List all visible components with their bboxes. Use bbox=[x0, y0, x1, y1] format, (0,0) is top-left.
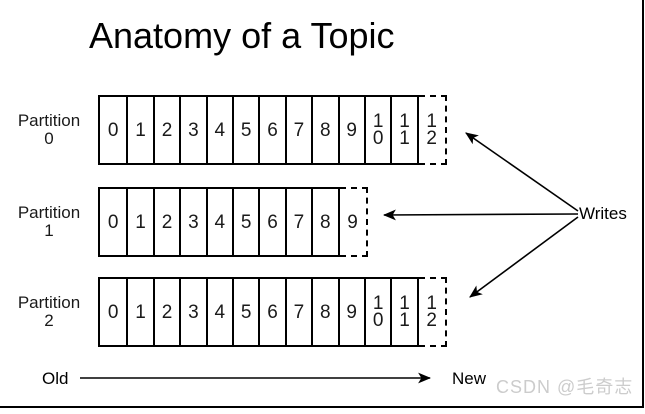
log-cell: 3 bbox=[179, 97, 205, 163]
log-cell: 5 bbox=[231, 279, 258, 345]
log-cell: 0 bbox=[107, 211, 119, 233]
log-cell: 5 bbox=[231, 189, 258, 255]
frame-right-border bbox=[642, 0, 644, 407]
log-cell: 2 bbox=[152, 189, 179, 255]
partition-label-number: 1 bbox=[44, 221, 54, 240]
new-label: New bbox=[452, 369, 487, 388]
partition-label-number: 0 bbox=[44, 129, 54, 148]
diagram-title: Anatomy of a Topic bbox=[89, 15, 395, 56]
log-cell: 9 bbox=[337, 97, 364, 163]
old-label: Old bbox=[42, 369, 69, 388]
log-cell: 4 bbox=[205, 279, 232, 345]
partition-label-1: Partition 1 bbox=[6, 187, 92, 257]
log-cell: 6 bbox=[258, 97, 284, 163]
csdn-watermark: CSDN @毛奇志 bbox=[496, 377, 634, 397]
log-cell: 4 bbox=[205, 189, 232, 255]
partition-label-text: Partition bbox=[17, 203, 81, 222]
log-cell: 7 bbox=[284, 279, 311, 345]
partition-label-2: Partition 2 bbox=[6, 277, 92, 347]
partition-label-text: Partition bbox=[17, 293, 81, 312]
log-cell: 6 bbox=[258, 279, 284, 345]
log-cell: 1 bbox=[126, 279, 152, 345]
log-cell: 3 bbox=[179, 189, 205, 255]
partition-label-number: 2 bbox=[44, 311, 54, 330]
partition-label-0: Partition 0 bbox=[6, 95, 92, 165]
partition-next-slot-0: 1 2 bbox=[418, 95, 447, 165]
log-cell: 1 1 bbox=[390, 279, 416, 345]
log-cell: 2 bbox=[152, 97, 179, 163]
writes-label: Writes bbox=[579, 204, 627, 223]
log-cell: 8 bbox=[311, 97, 337, 163]
log-cell: 8 bbox=[311, 279, 337, 345]
log-cell: 0 bbox=[107, 119, 119, 141]
log-cell: 6 bbox=[258, 189, 284, 255]
log-cell: 7 bbox=[284, 189, 311, 255]
partition-next-slot-2: 1 2 bbox=[418, 277, 447, 347]
log-cell: 2 bbox=[152, 279, 179, 345]
log-cell: 9 bbox=[337, 279, 364, 345]
log-cell: 7 bbox=[284, 97, 311, 163]
log-cell: 8 bbox=[311, 189, 337, 255]
log-cell: 1 0 bbox=[363, 279, 390, 345]
log-cell: 5 bbox=[231, 97, 258, 163]
partition-label-text: Partition bbox=[17, 111, 81, 130]
log-cell: 1 bbox=[126, 97, 152, 163]
log-cell: 0 bbox=[107, 301, 119, 323]
log-cell: 4 bbox=[205, 97, 232, 163]
log-cell: 3 bbox=[179, 279, 205, 345]
frame-bottom-border bbox=[0, 406, 644, 408]
log-cell: 1 bbox=[126, 189, 152, 255]
log-cell: 1 0 bbox=[363, 97, 390, 163]
partition-next-slot-1: 9 bbox=[339, 187, 368, 257]
log-cell: 1 1 bbox=[390, 97, 416, 163]
